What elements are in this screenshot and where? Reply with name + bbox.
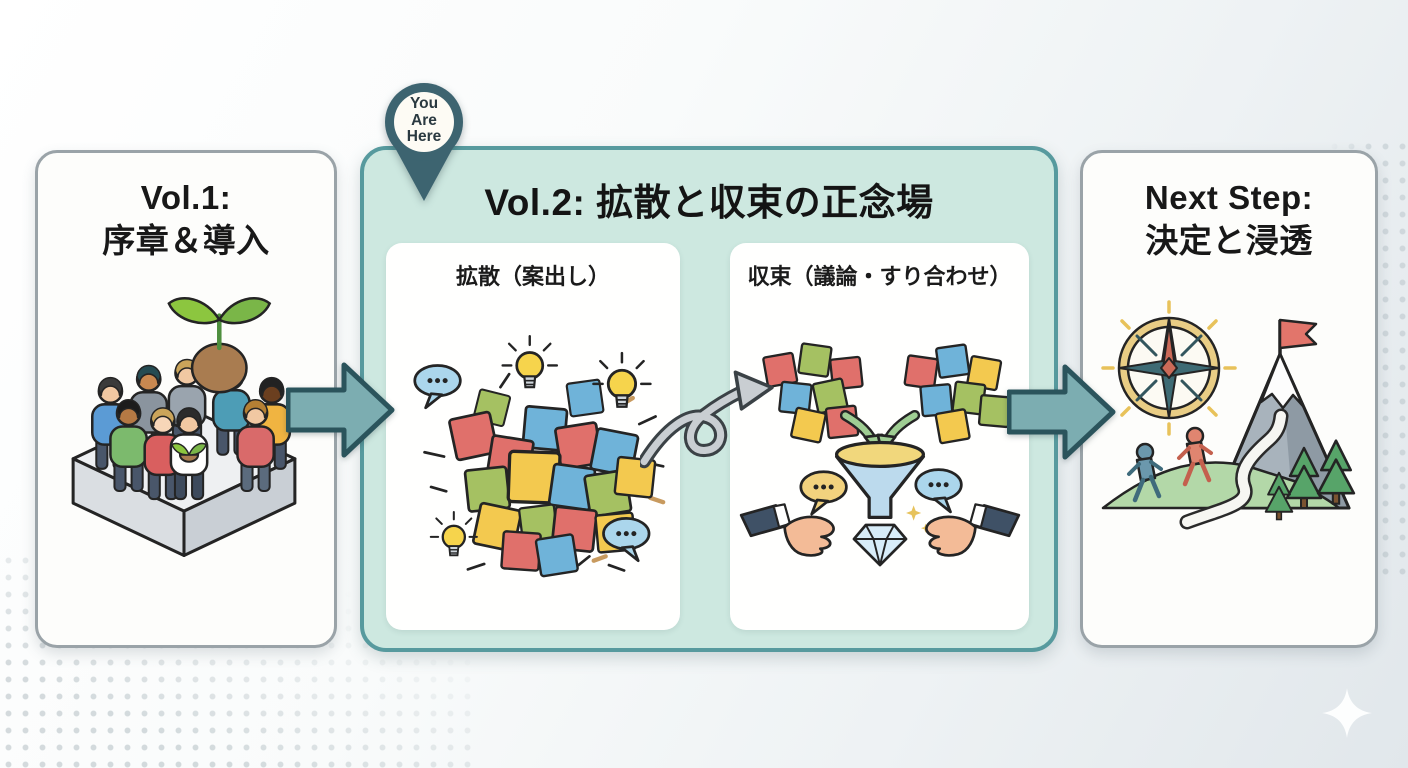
sparkle-icon (1322, 688, 1372, 738)
funnel-convergence-illustration (739, 342, 1020, 567)
panel-next-step: Next Step: 決定と浸透 (1080, 150, 1378, 648)
radiating-dashes (423, 372, 665, 572)
converge-card: 収束（議論・すり合わせ） (730, 243, 1029, 630)
you-are-here-pin: You Are Here (382, 80, 466, 204)
speech-bubble-icon (913, 468, 963, 514)
next-step-title-line2: 決定と浸透 (1145, 221, 1313, 259)
trail-path (1179, 408, 1289, 530)
diverge-card: 拡散（案出し） (386, 243, 680, 630)
curved-sketch-arrow-icon (640, 370, 774, 469)
vol1-title-line1: Vol.1: (140, 179, 232, 216)
sprout-icon (167, 297, 272, 394)
next-step-title: Next Step: 決定と浸透 (1083, 177, 1375, 263)
vol1-title-line2: 序章＆導入 (102, 221, 270, 259)
hand-icon (924, 503, 1020, 557)
walker-icon (1177, 426, 1213, 487)
funnel-icon (834, 440, 925, 519)
flow-arrow-icon (286, 362, 395, 458)
compass-icon (1101, 300, 1237, 436)
walker-icon (1127, 442, 1163, 503)
diverge-label: 拡散（案出し） (455, 264, 610, 289)
speech-bubble-icon (602, 517, 651, 563)
sticky-notes-brainstorm-illustration (413, 334, 666, 578)
flow-arrow-icon (1007, 364, 1116, 460)
hand-icon (739, 503, 835, 557)
lightbulb-icon (501, 334, 559, 389)
flag-icon (1278, 318, 1318, 354)
diamond-icon (852, 523, 907, 567)
you-are-here-label: You Are Here (406, 95, 442, 145)
vol1-title: Vol.1: 序章＆導入 (38, 177, 334, 263)
panel-vol2: Vol.2: 拡散と収束の正念場 拡散（案出し） (360, 146, 1058, 652)
compass-mountain-illustration (1101, 300, 1356, 530)
note-cluster-left (761, 342, 864, 444)
sparkle-icon (905, 505, 921, 521)
speech-bubble-icon (798, 470, 848, 516)
map-pin-icon (385, 83, 463, 201)
vol2-title: Vol.2: 拡散と収束の正念場 (484, 182, 934, 223)
note-cluster-right (902, 343, 1012, 445)
people-on-platform-illustration (71, 297, 297, 558)
plant-holder-person (169, 406, 209, 501)
lightbulb-icon (429, 510, 479, 557)
next-step-title-line1: Next Step: (1144, 179, 1314, 216)
converge-label: 収束（議論・すり合わせ） (747, 264, 1012, 289)
speech-bubble-icon (413, 364, 462, 410)
